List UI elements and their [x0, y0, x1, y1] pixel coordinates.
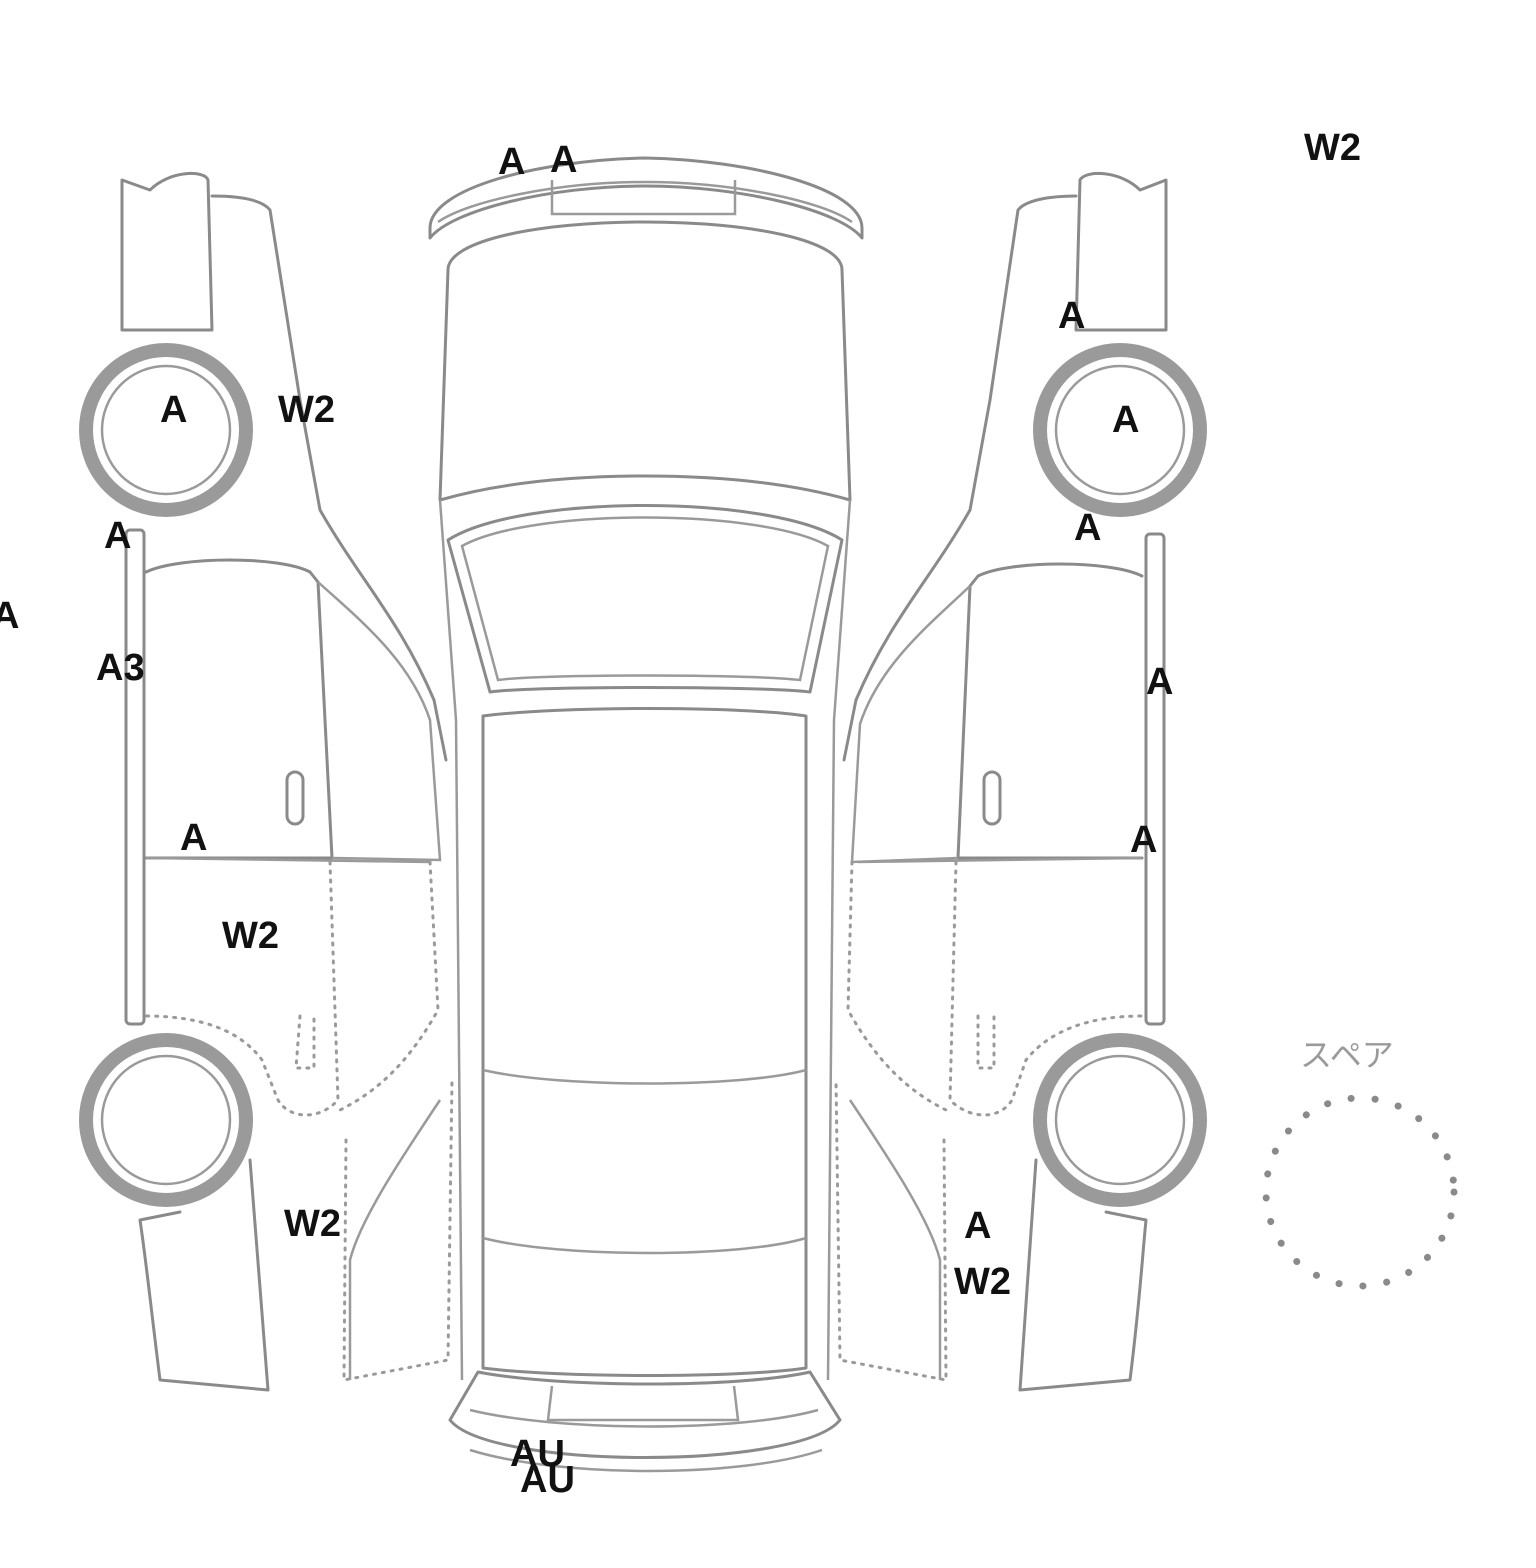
left-door-window [317, 581, 442, 862]
damage-marks: W2 A A A W2 A A A3 A W2 W2 A A A A A A W… [0, 127, 1361, 1501]
damage-mark: A [964, 1205, 991, 1247]
right-door-window [850, 585, 971, 864]
damage-mark: A [1146, 661, 1173, 703]
left-front-tire [79, 343, 253, 517]
spare-tire-circle [1262, 1094, 1458, 1290]
car-top-view [428, 156, 864, 1473]
right-rear-handle [976, 1014, 996, 1070]
front-bumper [428, 156, 864, 240]
damage-mark: W2 [222, 915, 279, 957]
right-rear-pillar [848, 1099, 942, 1380]
damage-mark: W2 [954, 1261, 1011, 1303]
right-side-rail [826, 499, 852, 1381]
right-front-tire [1033, 343, 1207, 517]
car-left-side-view [79, 171, 454, 1392]
damage-mark: A [550, 139, 577, 181]
right-sill [1144, 532, 1166, 1026]
right-front-rim [1054, 364, 1186, 496]
car-right-side-view [834, 171, 1207, 1392]
damage-mark: AU [520, 1459, 575, 1501]
right-rear-dotted [834, 1078, 948, 1382]
damage-mark: W2 [1304, 127, 1361, 169]
damage-mark: A [104, 515, 131, 557]
right-front-end [1074, 171, 1168, 332]
damage-mark: A [180, 817, 207, 859]
left-fender-front [210, 194, 448, 762]
spare-tire: スペア [1262, 1036, 1458, 1290]
windshield-inner [460, 516, 830, 682]
front-bumper-inner [437, 180, 853, 224]
right-fender-front [842, 194, 1078, 762]
roof-line-1 [482, 1068, 807, 1085]
left-rear-tire [79, 1033, 253, 1207]
left-door-split [145, 856, 431, 864]
left-sill [124, 528, 146, 1026]
left-rear-quarter [138, 1158, 270, 1392]
roof [481, 707, 808, 1377]
rear-bumper [448, 1370, 842, 1459]
left-rear-door [144, 860, 340, 1117]
damage-mark: W2 [278, 389, 335, 431]
left-front-end [120, 171, 214, 332]
left-rear-handle [294, 1014, 316, 1070]
left-rear-rim [100, 1054, 232, 1186]
damage-mark: A [1074, 507, 1101, 549]
damage-mark: A [498, 141, 525, 183]
front-grille [550, 180, 737, 216]
damage-mark: A [160, 389, 187, 431]
spare-label: スペア [1300, 1036, 1394, 1074]
rear-bumper-lower [469, 1448, 823, 1473]
right-rear-quarter [1018, 1158, 1148, 1392]
damage-mark: W2 [284, 1203, 341, 1245]
right-rear-door [948, 860, 1144, 1117]
damage-mark: AU [510, 1433, 565, 1475]
damage-mark: A [1112, 399, 1139, 441]
left-rear-pillar [348, 1099, 442, 1380]
right-front-door [956, 562, 1144, 860]
left-front-door [144, 558, 334, 860]
roof-line-2 [482, 1236, 807, 1255]
right-rear-door-frame [846, 860, 948, 1112]
right-door-split [857, 856, 1143, 864]
left-front-rim [100, 364, 232, 496]
right-rear-tire [1033, 1033, 1207, 1207]
right-rear-rim [1054, 1054, 1186, 1186]
damage-mark: A3 [96, 647, 145, 689]
damage-mark: A [1058, 295, 1085, 337]
damage-mark: A [1130, 819, 1157, 861]
left-rear-door-frame [338, 860, 440, 1112]
right-door-handle [982, 770, 1002, 826]
left-rear-dotted [342, 1078, 454, 1382]
rear-bumper-inner [469, 1408, 819, 1428]
left-door-handle [285, 770, 305, 826]
rear-plate [546, 1385, 740, 1422]
left-side-rail [438, 499, 464, 1381]
damage-mark: A [0, 595, 19, 637]
hood [438, 220, 852, 502]
windshield [446, 504, 844, 694]
